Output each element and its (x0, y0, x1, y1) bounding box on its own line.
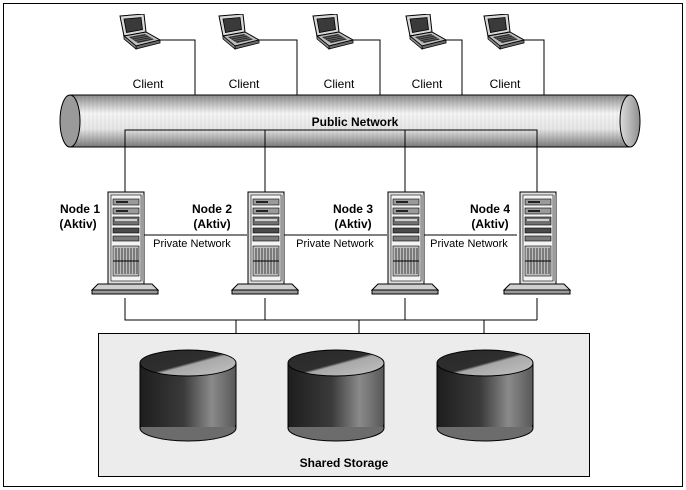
node-4: Node 4 (Aktiv) (470, 191, 571, 295)
node-state: (Aktiv) (59, 217, 96, 231)
shared-storage-label: Shared Storage (300, 456, 389, 470)
client-label: Client (412, 77, 443, 91)
node-name: Node 3 (333, 202, 373, 216)
private-network-label-2: Private Network (296, 238, 374, 250)
client-label: Client (490, 77, 521, 91)
public-network: Public Network (59, 94, 641, 148)
node-state: (Aktiv) (471, 217, 508, 231)
node-name: Node 1 (60, 202, 100, 216)
node-3: Node 3 (Aktiv) (333, 191, 439, 295)
node-state: (Aktiv) (193, 217, 230, 231)
client-label: Client (229, 77, 260, 91)
disk-1 (139, 349, 237, 442)
client-2: Client (218, 14, 260, 91)
client-links (160, 39, 545, 103)
node-state: (Aktiv) (334, 217, 371, 231)
client-label: Client (133, 77, 164, 91)
node-name: Node 4 (470, 202, 510, 216)
public-node-links (124, 129, 538, 192)
private-network-label-1: Private Network (153, 238, 231, 250)
private-network-label-3: Private Network (430, 238, 508, 250)
node-name: Node 2 (192, 202, 232, 216)
disk-2 (287, 349, 385, 442)
node-1: Node 1 (Aktiv) (59, 191, 159, 295)
disk-3 (436, 349, 534, 442)
node-2: Node 2 (Aktiv) (192, 191, 299, 295)
client-5: Client (483, 14, 525, 91)
client-3: Client (312, 14, 355, 91)
client-label: Client (324, 77, 355, 91)
public-network-label: Public Network (312, 115, 399, 129)
client-1: Client (119, 14, 164, 91)
client-4: Client (405, 14, 447, 91)
